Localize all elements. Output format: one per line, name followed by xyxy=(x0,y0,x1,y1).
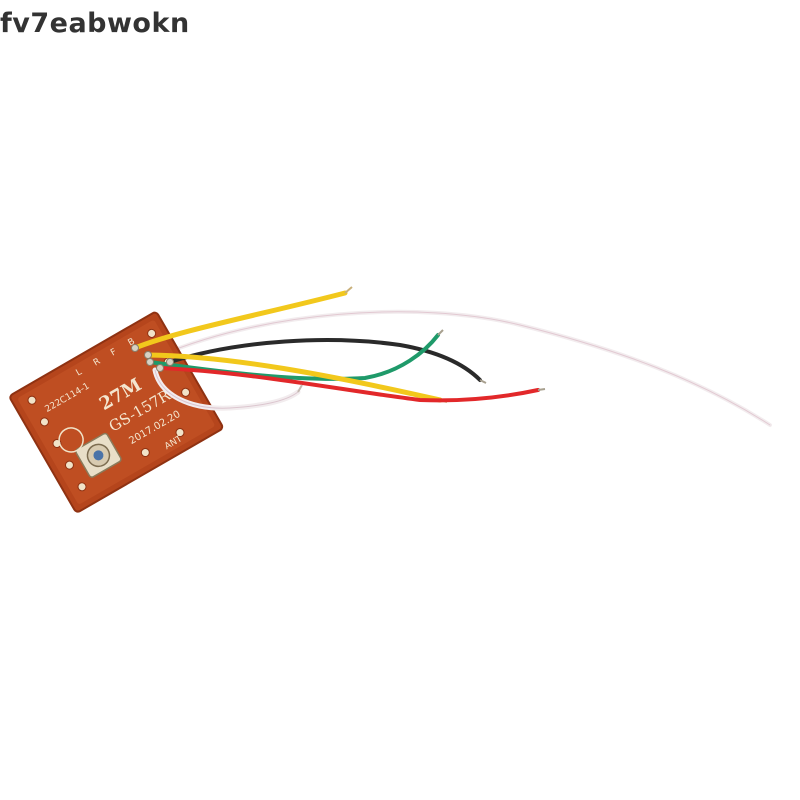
pin-label-r: R xyxy=(92,357,102,369)
yellow-wire-top xyxy=(132,290,348,351)
pin-label-l: L xyxy=(75,367,84,378)
pcb-board: 27M GS-157R 2017.02.20 222C114-1 ANT L R… xyxy=(9,311,224,513)
black-wire xyxy=(168,338,482,382)
pin-label-b: B xyxy=(126,337,136,349)
coil-component xyxy=(58,427,122,478)
watermark-text: fv7eabwokn xyxy=(0,8,190,39)
solder-joints xyxy=(131,344,174,372)
red-wire xyxy=(158,366,540,403)
yellow-wire-right xyxy=(145,352,443,403)
white-antenna-wire-shade xyxy=(149,311,771,426)
pin-label-f: F xyxy=(109,347,118,358)
